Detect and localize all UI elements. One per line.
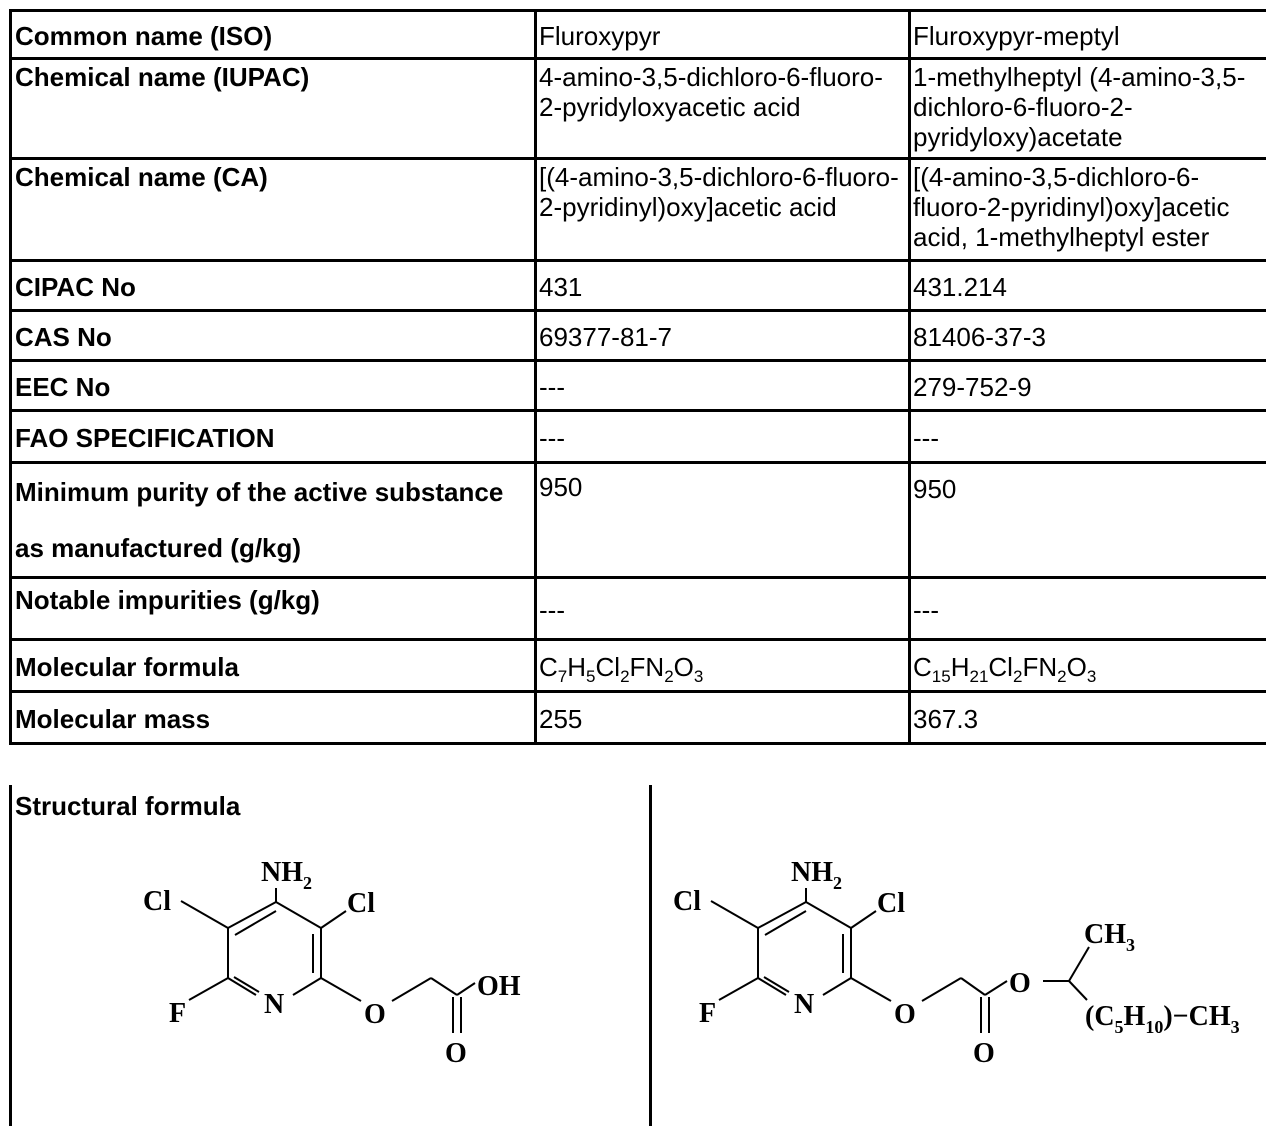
row-label: FAO SPECIFICATION [9, 409, 537, 464]
cell-fluroxypyr-meptyl: 81406-37-3 [908, 309, 1266, 362]
row-label: Minimum purity of the active substance a… [9, 461, 537, 579]
alkyl-chain: (C5H10)−CH3 [1085, 1001, 1240, 1037]
carbonyl-oxygen: O [445, 1038, 467, 1069]
structural-formula-label: Structural formula [15, 791, 241, 821]
cell-fluroxypyr-meptyl: --- [908, 576, 1266, 641]
table-row: CAS No 69377-81-7 81406-37-3 [9, 309, 1266, 362]
cell-fluroxypyr: 4-amino-3,5-dichloro-6-fluoro-2-pyridylo… [534, 57, 911, 160]
cell-fluroxypyr: 431 [534, 259, 911, 312]
column-divider [649, 785, 652, 1126]
cell-fluroxypyr: 950 [534, 461, 911, 579]
cell-fluroxypyr: --- [534, 409, 911, 464]
row-label: CAS No [9, 309, 537, 362]
chlorine-left: Cl [673, 886, 701, 917]
row-label: Molecular formula [9, 638, 537, 693]
methyl-group: CH3 [1084, 919, 1135, 955]
ether-oxygen: O [364, 999, 386, 1030]
left-border [9, 785, 12, 1126]
table-row: Molecular mass 255 367.3 [9, 690, 1266, 745]
chlorine-left: Cl [143, 886, 171, 917]
chlorine-right: Cl [877, 888, 905, 919]
structural-formula-section: Structural formula NH2 Cl Cl F [9, 785, 1266, 1126]
row-label: Chemical name (IUPAC) [9, 57, 537, 160]
cell-fluroxypyr-meptyl: 431.214 [908, 259, 1266, 312]
fluroxypyr-structure: NH2 Cl Cl F N O OH O [143, 857, 521, 1069]
table-row: Chemical name (CA) [(4-amino-3,5-dichlor… [9, 157, 1266, 262]
cell-fluroxypyr: 69377-81-7 [534, 309, 911, 362]
row-label: EEC No [9, 359, 537, 412]
amino-group: NH2 [261, 857, 312, 893]
ring-nitrogen: N [264, 989, 284, 1020]
table-row: Minimum purity of the active substance a… [9, 461, 1266, 579]
hydroxyl: OH [477, 971, 521, 1002]
fluroxypyr-meptyl-structure: NH2 Cl Cl F N O O O CH3 (C5H10)−CH3 [673, 857, 1240, 1069]
table-row: Notable impurities (g/kg) --- --- [9, 576, 1266, 641]
carbonyl-oxygen: O [973, 1038, 995, 1069]
ester-oxygen: O [1009, 968, 1031, 999]
row-label: CIPAC No [9, 259, 537, 312]
cell-fluroxypyr-meptyl: 1-methylheptyl (4-amino-3,5-dichloro-6-f… [908, 57, 1266, 160]
chlorine-right: Cl [347, 888, 375, 919]
cell-fluroxypyr: Fluroxypyr [534, 9, 911, 60]
cell-formula-fluroxypyr: C7H5Cl2FN2O3 [534, 638, 911, 693]
cell-formula-fluroxypyr-meptyl: C15H21Cl2FN2O3 [908, 638, 1266, 693]
cell-fluroxypyr: 255 [534, 690, 911, 745]
ring-nitrogen: N [794, 989, 814, 1020]
cell-fluroxypyr-meptyl: Fluroxypyr-meptyl [908, 9, 1266, 60]
cell-fluroxypyr: [(4-amino-3,5-dichloro-6-fluoro-2-pyridi… [534, 157, 911, 262]
table-row: Common name (ISO) Fluroxypyr Fluroxypyr-… [9, 9, 1266, 60]
cell-fluroxypyr: --- [534, 359, 911, 412]
cell-fluroxypyr-meptyl: 950 [908, 461, 1266, 579]
cell-fluroxypyr-meptyl: 367.3 [908, 690, 1266, 745]
row-label: Chemical name (CA) [9, 157, 537, 262]
table-row: EEC No --- 279-752-9 [9, 359, 1266, 412]
fluorine: F [169, 998, 186, 1029]
row-label: Notable impurities (g/kg) [9, 576, 537, 641]
cell-fluroxypyr-meptyl: [(4-amino-3,5-dichloro-6-fluoro-2-pyridi… [908, 157, 1266, 262]
cell-fluroxypyr-meptyl: --- [908, 409, 1266, 464]
table-row: CIPAC No 431 431.214 [9, 259, 1266, 312]
fluorine: F [699, 998, 716, 1029]
table-row: FAO SPECIFICATION --- --- [9, 409, 1266, 464]
ether-oxygen: O [894, 999, 916, 1030]
table-row: Molecular formula C7H5Cl2FN2O3 C15H21Cl2… [9, 638, 1266, 693]
cell-fluroxypyr-meptyl: 279-752-9 [908, 359, 1266, 412]
amino-group: NH2 [791, 857, 842, 893]
row-label: Molecular mass [9, 690, 537, 745]
properties-table: Common name (ISO) Fluroxypyr Fluroxypyr-… [9, 9, 1266, 745]
table-row: Chemical name (IUPAC) 4-amino-3,5-dichlo… [9, 57, 1266, 160]
cell-fluroxypyr: --- [534, 576, 911, 641]
row-label: Common name (ISO) [9, 9, 537, 60]
